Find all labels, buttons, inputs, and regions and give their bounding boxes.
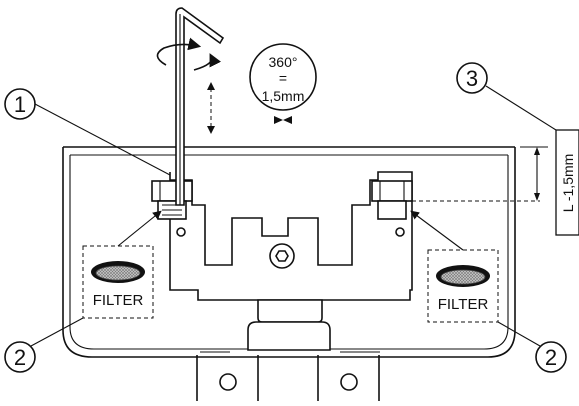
dimension-label: L -1,5mm <box>560 154 576 213</box>
callout-2-left-number: 2 <box>14 345 26 370</box>
housing <box>62 146 516 358</box>
mounting-legs <box>196 355 380 401</box>
rotation-note-line1: 360° <box>269 54 298 70</box>
height-dimension: L -1,5mm <box>520 129 579 236</box>
connector-block <box>200 299 380 353</box>
filter-left-label: FILTER <box>93 292 144 309</box>
filter-right: FILTER <box>410 210 499 323</box>
dimension-label-box <box>555 129 579 236</box>
callout-2-left: 2 <box>4 317 84 373</box>
callout-1: 1 <box>4 88 171 176</box>
filter-left: FILTER <box>82 210 162 319</box>
callout-2-right-number: 2 <box>545 345 557 370</box>
filter-right-label: FILTER <box>438 296 489 313</box>
callout-3: 3 <box>456 62 557 131</box>
rotation-note-line2: = <box>279 70 287 86</box>
rotation-arrow <box>156 37 222 134</box>
callout-2-right: 2 <box>497 321 567 373</box>
right-valve <box>371 180 540 220</box>
allen-key <box>175 7 225 206</box>
callout-3-number: 3 <box>466 66 478 91</box>
rotation-note-line3: 1,5mm <box>262 88 305 104</box>
callout-1-number: 1 <box>14 92 26 117</box>
rotation-note: 360° = 1,5mm <box>249 43 317 124</box>
mounting-plate <box>169 171 413 301</box>
